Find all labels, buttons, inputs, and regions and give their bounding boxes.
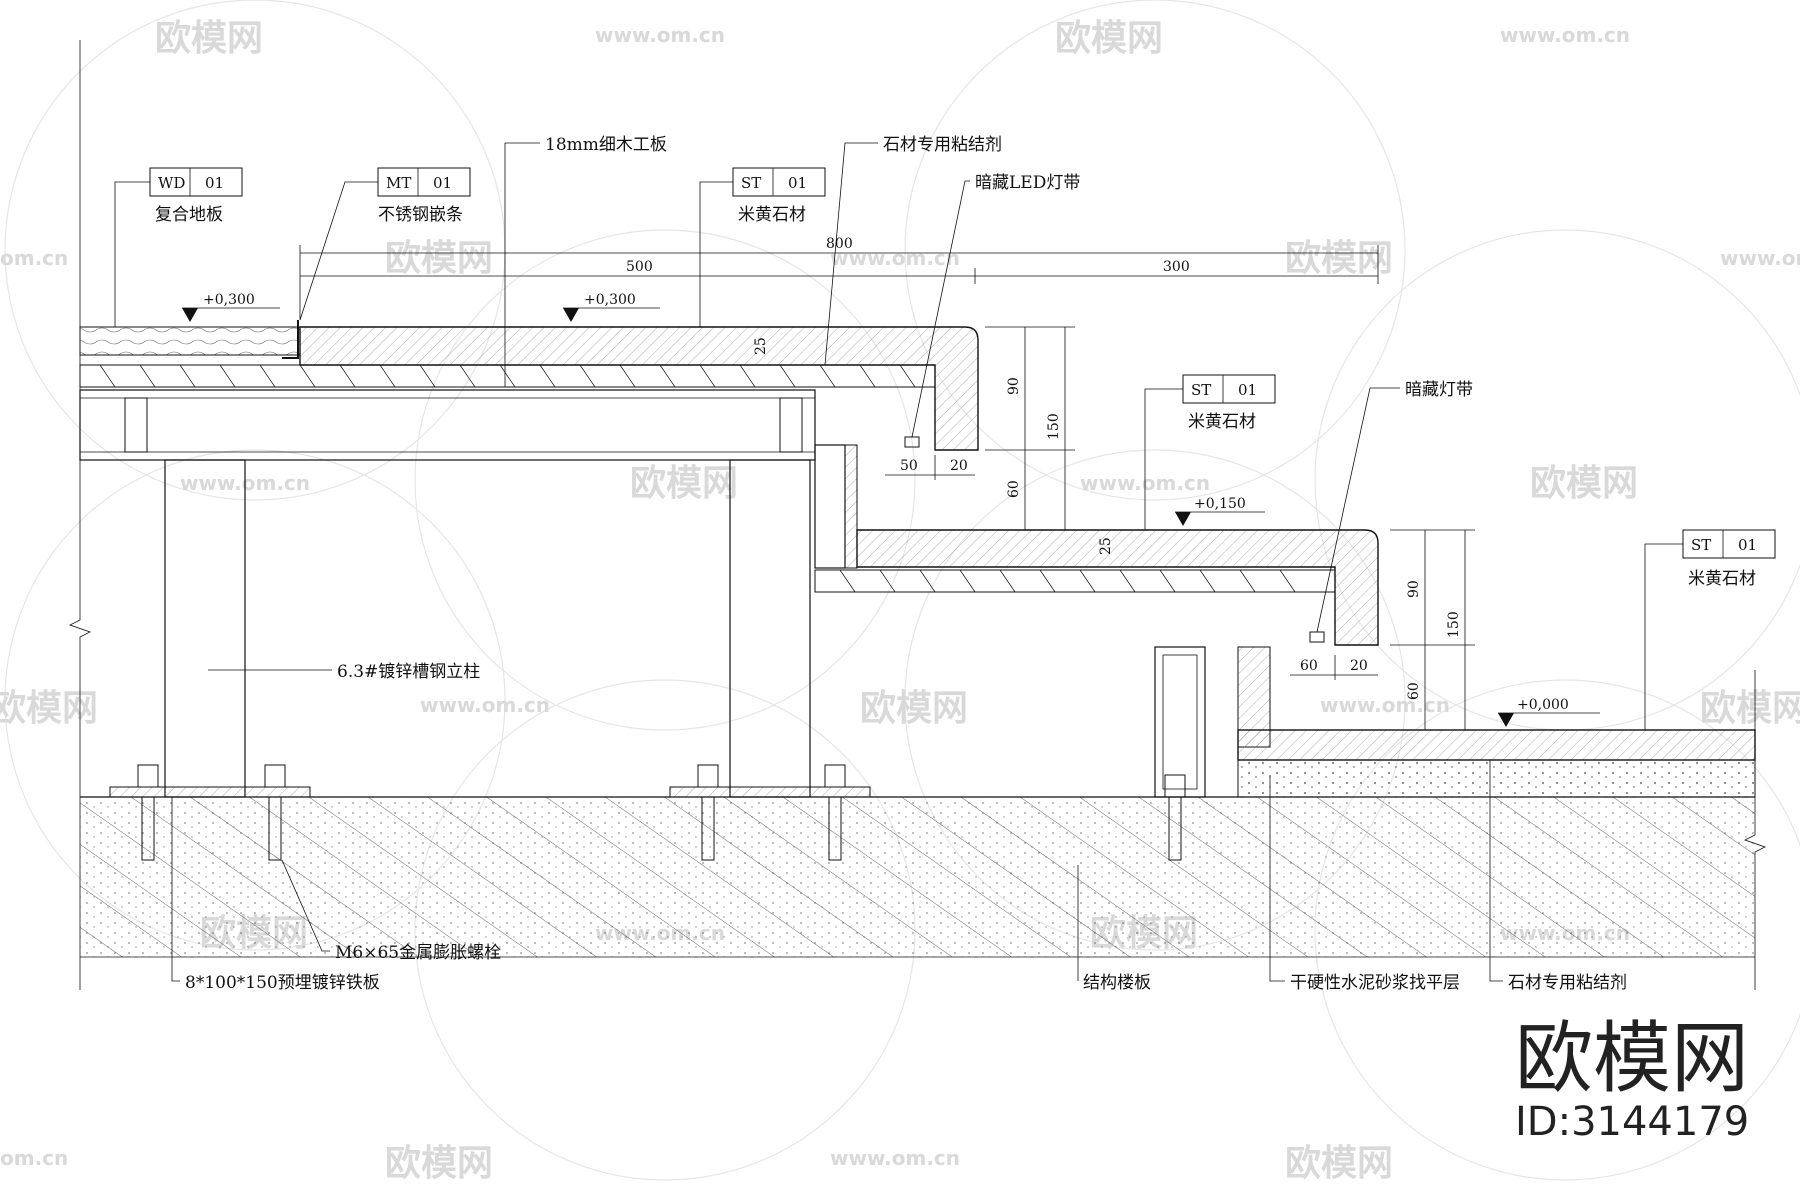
- tag-wd01-label: 复合地板: [155, 205, 223, 225]
- dim-20b: 20: [1350, 658, 1368, 674]
- brand-id: ID:3144179: [1515, 1099, 1749, 1145]
- dimension-upper-vertical: 90 150 60 25: [753, 326, 1075, 531]
- svg-text:01: 01: [788, 174, 807, 192]
- callout-hidden-strip: 暗藏灯带: [1316, 380, 1473, 633]
- watermark-brand: 欧模网: [630, 463, 738, 504]
- watermark-url: www.om.cn: [420, 693, 550, 717]
- svg-text:+0,300: +0,300: [584, 292, 636, 308]
- svg-text:ST: ST: [1691, 536, 1711, 554]
- svg-text:石材专用粘结剂: 石材专用粘结剂: [883, 135, 1002, 155]
- watermark-url-short: om.cn: [0, 1146, 68, 1170]
- svg-text:石材专用粘结剂: 石材专用粘结剂: [1508, 973, 1627, 993]
- watermark-url: www.om.cn: [1500, 23, 1630, 47]
- watermark-arcs: [4, 0, 1800, 1181]
- svg-text:暗藏LED灯带: 暗藏LED灯带: [975, 173, 1080, 193]
- watermark-url: www.om.cn: [830, 246, 960, 270]
- tag-st01-mid: ST 01 米黄石材: [1144, 374, 1276, 530]
- svg-text:18mm细木工板: 18mm细木工板: [545, 135, 667, 155]
- svg-text:01: 01: [205, 174, 224, 192]
- watermark-url: www.om.cn: [1320, 693, 1450, 717]
- watermark-url-short: om.cn: [0, 246, 68, 270]
- callout-plate: 8*100*150预埋镀锌铁板: [171, 797, 380, 993]
- dim-150b: 150: [1446, 611, 1462, 638]
- svg-text:M6×65金属膨胀螺栓: M6×65金属膨胀螺栓: [335, 943, 501, 963]
- dim-25b: 25: [1098, 537, 1114, 555]
- dimension-led-offset-lower: 60 20: [1290, 655, 1378, 680]
- watermark-brand: 欧模网: [385, 238, 493, 279]
- dim-total: 800: [826, 236, 853, 252]
- structural-slab: [68, 40, 1767, 990]
- svg-text:+0,000: +0,000: [1517, 697, 1569, 713]
- dimension-led-offset-upper: 50 20: [885, 455, 975, 480]
- callout-mortar: 干硬性水泥砂浆找平层: [1269, 775, 1460, 993]
- svg-text:8*100*150预埋镀锌铁板: 8*100*150预埋镀锌铁板: [185, 973, 380, 993]
- svg-text:MT: MT: [386, 174, 411, 192]
- svg-text:ST: ST: [1191, 381, 1211, 399]
- dim-25a: 25: [753, 337, 769, 355]
- watermark-url: www.om.cn: [595, 23, 725, 47]
- svg-text:结构楼板: 结构楼板: [1083, 973, 1151, 993]
- watermark-url: www.om.cn: [1720, 246, 1800, 270]
- channel-posts: [164, 459, 811, 798]
- tag-mt01-label: 不锈钢嵌条: [378, 205, 463, 225]
- svg-text:ST: ST: [741, 174, 761, 192]
- level-top: +0,300: [563, 292, 660, 322]
- svg-text:01: 01: [1238, 381, 1257, 399]
- watermark-brand: 欧模网: [1700, 688, 1800, 729]
- callout-channel-post: 6.3#镀锌槽钢立柱: [208, 662, 480, 682]
- dim-60b: 60: [1406, 682, 1422, 700]
- svg-text:01: 01: [433, 174, 452, 192]
- tag-st01-mid-label: 米黄石材: [1188, 412, 1256, 432]
- tag-st01-top-label: 米黄石材: [738, 205, 806, 225]
- level-low: +0,000: [1498, 697, 1600, 727]
- watermark-brand: 欧模网: [385, 1143, 493, 1184]
- watermark-brand: 欧模网: [0, 688, 98, 729]
- tag-st01-low-label: 米黄石材: [1688, 569, 1756, 589]
- dim-20a: 20: [950, 458, 968, 474]
- dimension-lower-vertical: 90 150 60 25: [1098, 529, 1475, 731]
- dim-60a: 60: [1006, 480, 1022, 498]
- svg-text:+0,150: +0,150: [1194, 496, 1246, 512]
- watermark-url: www.om.cn: [830, 1146, 960, 1170]
- svg-text:6.3#镀锌槽钢立柱: 6.3#镀锌槽钢立柱: [337, 662, 480, 682]
- tag-mt01: MT 01 不锈钢嵌条: [299, 167, 471, 321]
- dimension-top: 800 500 300: [299, 236, 1379, 320]
- dim-50: 50: [900, 458, 918, 474]
- brand-stamp: 欧模网 ID:3144179: [1515, 1014, 1749, 1145]
- upper-platform: [79, 320, 979, 461]
- dim-90b: 90: [1406, 580, 1422, 598]
- tag-st01-top: ST 01 米黄石材: [699, 167, 826, 327]
- svg-text:暗藏灯带: 暗藏灯带: [1405, 380, 1473, 400]
- watermark-brand: 欧模网: [860, 688, 968, 729]
- callout-led-strip: 暗藏LED灯带: [911, 173, 1080, 438]
- callout-slab: 结构楼板: [1077, 865, 1151, 993]
- watermark-brand: 欧模网: [1530, 463, 1638, 504]
- svg-text:干硬性水泥砂浆找平层: 干硬性水泥砂浆找平层: [1290, 973, 1460, 993]
- base-plates: [109, 764, 1186, 861]
- dim-90a: 90: [1006, 377, 1022, 395]
- callout-adhesive-top: 石材专用粘结剂: [824, 135, 1002, 366]
- callout-bolt: M6×65金属膨胀螺栓: [281, 859, 501, 963]
- dim-seg1: 500: [626, 259, 653, 275]
- tag-wd01: WD 01 复合地板: [114, 167, 243, 327]
- dim-150a: 150: [1046, 413, 1062, 440]
- callout-blockboard: 18mm细木工板: [504, 135, 667, 387]
- svg-text:WD: WD: [158, 174, 185, 192]
- tag-st01-low: ST 01 米黄石材: [1644, 529, 1776, 730]
- brand-logo-text: 欧模网: [1515, 1014, 1749, 1104]
- middle-step: [814, 444, 1379, 798]
- callout-adhesive-low: 石材专用粘结剂: [1489, 760, 1627, 993]
- svg-text:01: 01: [1738, 536, 1757, 554]
- dim-60c: 60: [1300, 658, 1318, 674]
- dim-seg2: 300: [1163, 259, 1190, 275]
- watermark-brand: 欧模网: [1285, 238, 1393, 279]
- level-mid: +0,150: [1175, 496, 1265, 526]
- watermark-brand: 欧模网: [155, 18, 263, 59]
- svg-text:+0,300: +0,300: [203, 292, 255, 308]
- level-left: +0,300: [182, 292, 280, 322]
- lower-level: [1237, 646, 1756, 798]
- watermark-brand: 欧模网: [1055, 18, 1163, 59]
- watermark-brand: 欧模网: [1285, 1143, 1393, 1184]
